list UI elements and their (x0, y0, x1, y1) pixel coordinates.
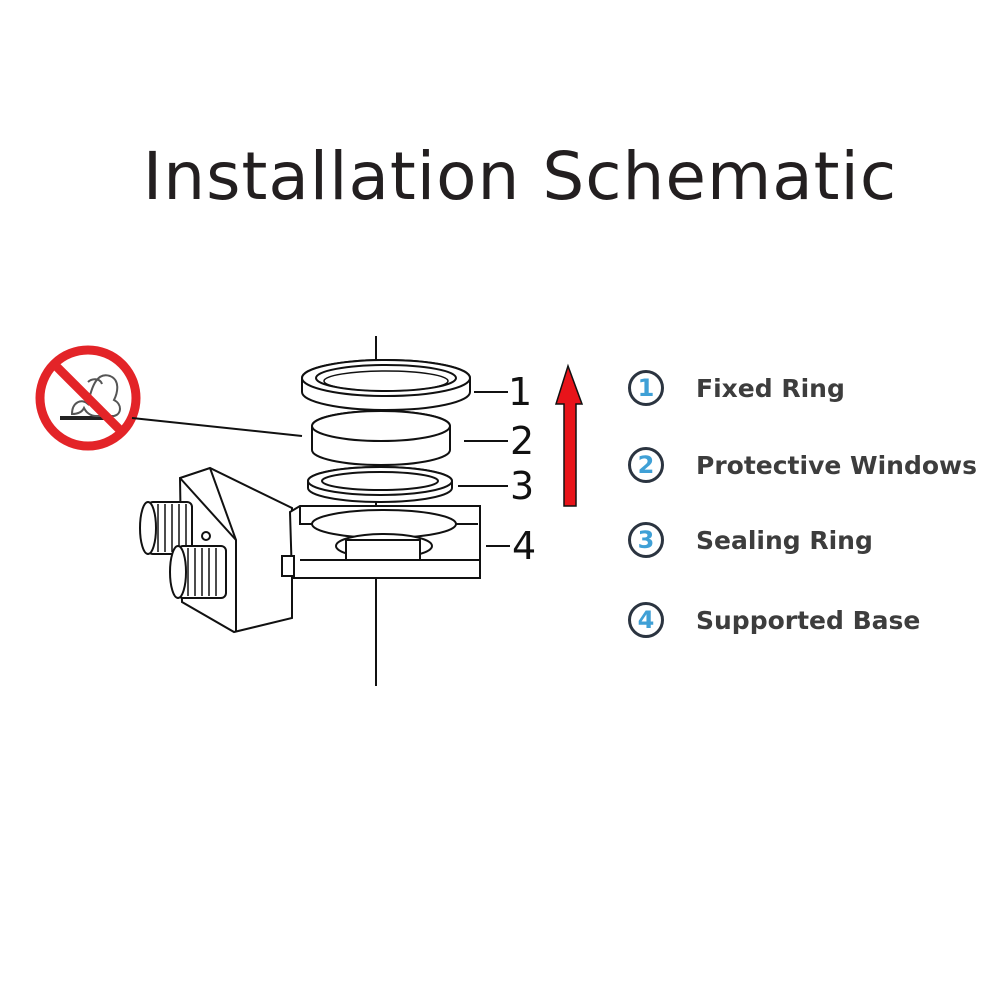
legend-badge-4: 4 (628, 602, 664, 638)
legend-item-fixed-ring: 1 Fixed Ring (628, 366, 845, 410)
supported-base-part (139, 466, 481, 634)
legend-item-protective-windows: 2 Protective Windows (628, 443, 977, 487)
legend-label: Fixed Ring (696, 373, 845, 403)
legend-label: Sealing Ring (696, 525, 873, 555)
page-title: Installation Schematic (142, 138, 898, 215)
legend-badge-1: 1 (628, 370, 664, 406)
sealing-ring-part (307, 466, 453, 503)
no-hand-touch-icon (35, 345, 141, 451)
legend-badge-2: 2 (628, 447, 664, 483)
callout-2: 2 (510, 419, 534, 463)
callout-1: 1 (508, 370, 532, 414)
protective-window-part (311, 410, 451, 466)
callout-4: 4 (512, 524, 536, 568)
legend-label: Supported Base (696, 605, 921, 635)
callout-3: 3 (510, 464, 534, 508)
fixed-ring-part (301, 359, 471, 411)
legend-item-sealing-ring: 3 Sealing Ring (628, 518, 873, 562)
legend-badge-3: 3 (628, 522, 664, 558)
warning-leader-line (131, 417, 303, 437)
legend-item-supported-base: 4 Supported Base (628, 598, 920, 642)
callout-leaders (458, 391, 510, 547)
up-arrow-icon (554, 363, 584, 507)
legend-label: Protective Windows (696, 450, 978, 480)
